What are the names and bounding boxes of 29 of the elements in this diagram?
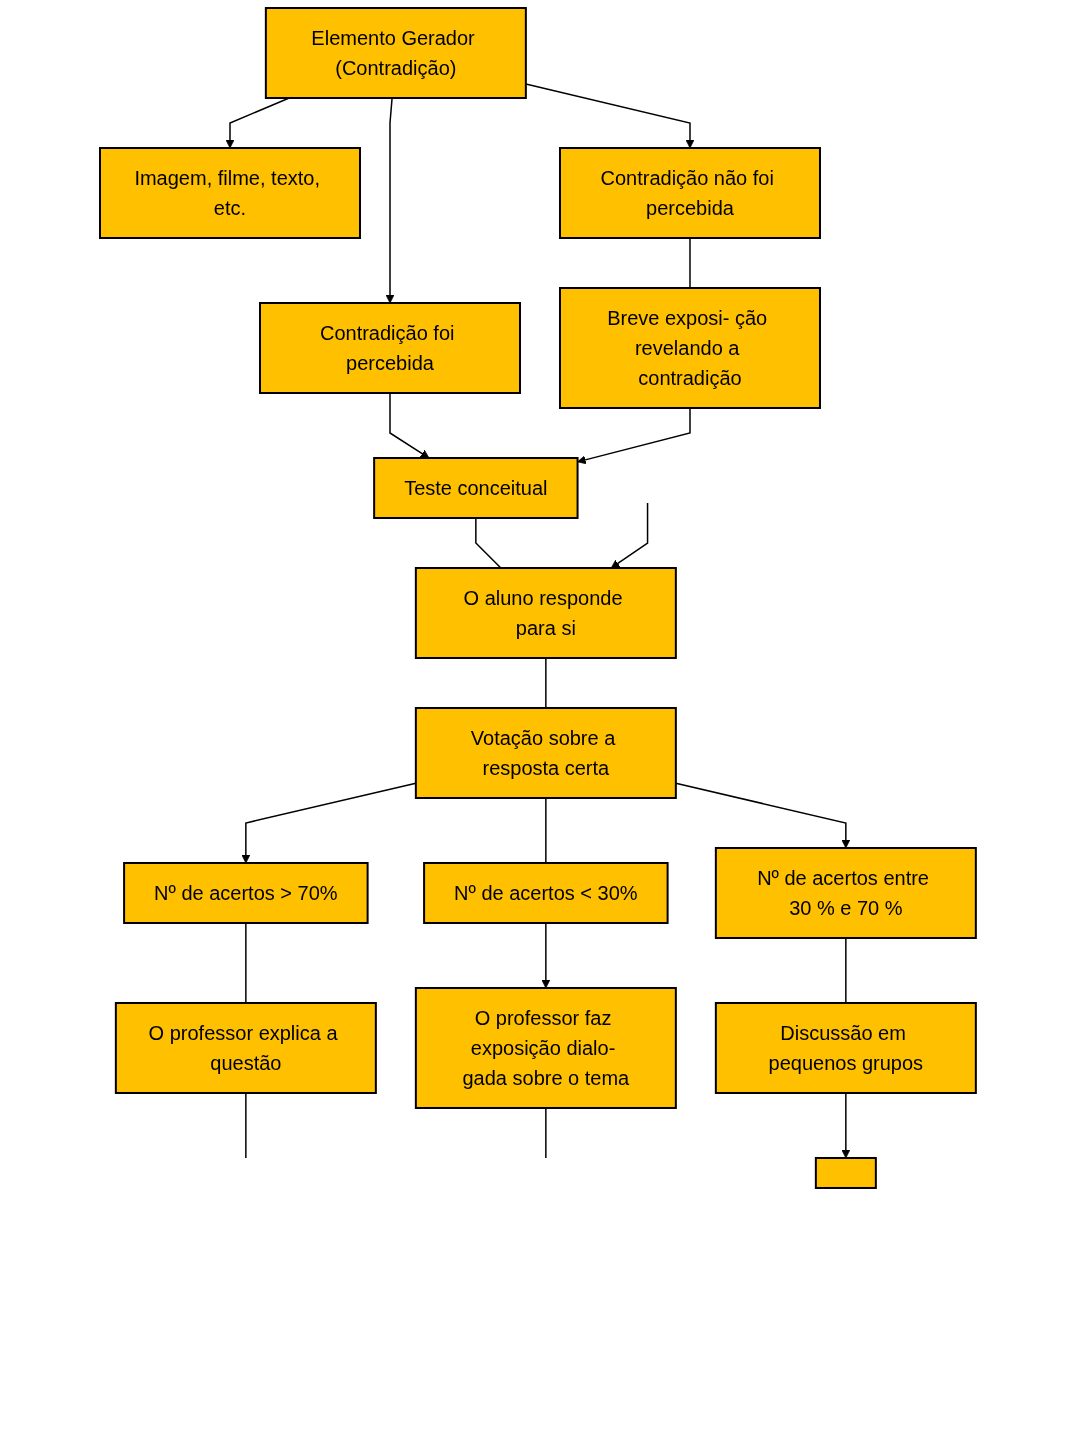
node-box: Discussão em pequenos grupos — [714, 1002, 977, 1094]
arrow — [388, 392, 429, 459]
node-box: Nº de acertos < 30% — [422, 862, 669, 924]
connector — [688, 237, 691, 289]
node-box: Nº de acertos entre 30 % e 70 % — [714, 847, 977, 939]
node-box: Imagem, filme, texto, etc. — [98, 147, 361, 239]
node-box — [814, 1157, 877, 1189]
node-box: O professor faz exposição dialo- gada sobre o tema — [414, 987, 677, 1109]
node-box: Elemento Gerador (Contradição) — [264, 7, 527, 99]
connector — [844, 937, 847, 1004]
connector — [474, 517, 502, 569]
arrow — [385, 97, 394, 304]
connector — [544, 1107, 547, 1159]
connector — [544, 657, 547, 709]
node-box: Votação sobre a resposta certa — [414, 707, 677, 799]
connector — [244, 1092, 247, 1159]
node-box: Nº de acertos > 70% — [122, 862, 369, 924]
node-box: Teste conceitual — [372, 457, 579, 519]
arrow — [841, 1092, 850, 1159]
connector — [244, 922, 247, 1004]
arrow — [610, 502, 648, 569]
node-box: O professor explica a questão — [114, 1002, 377, 1094]
connector — [544, 797, 547, 864]
node-box: Breve exposi- ção revelando a contradição — [558, 287, 821, 409]
node-box: O aluno responde para si — [414, 567, 677, 659]
node-box: Contradição não foi percebida — [558, 147, 821, 239]
node-box: Contradição foi percebida — [258, 302, 521, 394]
arrow — [225, 97, 290, 149]
arrow — [541, 922, 550, 989]
